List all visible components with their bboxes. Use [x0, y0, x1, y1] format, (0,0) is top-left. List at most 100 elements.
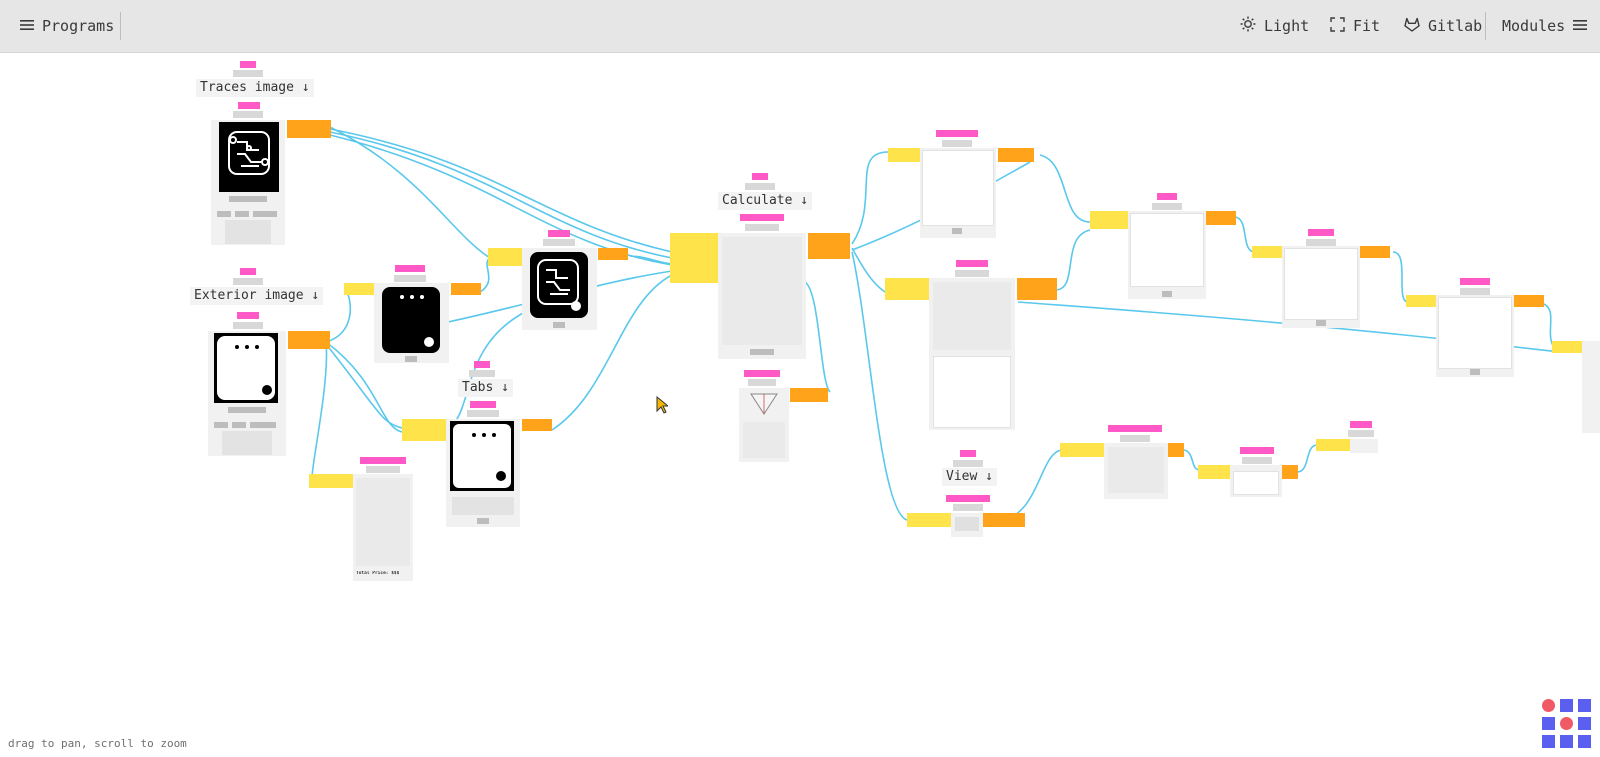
input-port[interactable] — [885, 278, 929, 300]
module-button[interactable] — [214, 422, 228, 428]
module-settings[interactable] — [452, 497, 514, 515]
wire — [1183, 449, 1201, 471]
wire — [629, 255, 673, 265]
price-settings[interactable] — [356, 478, 410, 566]
module-button[interactable] — [253, 211, 277, 217]
read-png-module-traces[interactable] — [211, 120, 285, 245]
offset-module[interactable] — [1128, 211, 1206, 299]
module-name — [233, 111, 263, 118]
output-port[interactable] — [1206, 211, 1236, 225]
module-button[interactable] — [250, 422, 276, 428]
input-port[interactable] — [488, 248, 522, 266]
module-label — [240, 61, 256, 68]
hole — [245, 345, 249, 349]
light-theme-button[interactable]: Light — [1240, 0, 1309, 52]
group-title-calculate: Calculate ↓ — [718, 192, 813, 210]
input-port[interactable] — [402, 419, 446, 441]
mill-raster-settings-module[interactable] — [929, 278, 1015, 430]
module-button[interactable] — [952, 228, 962, 234]
output-port[interactable] — [287, 120, 331, 138]
module-button[interactable] — [477, 518, 489, 524]
output-port[interactable] — [288, 331, 330, 349]
edge-detect-module[interactable] — [1282, 246, 1360, 328]
distance-transform-module[interactable] — [920, 148, 996, 238]
module-name — [745, 224, 779, 231]
output-port[interactable] — [1514, 295, 1544, 307]
input-port[interactable] — [344, 283, 374, 295]
app-logo[interactable] — [1542, 699, 1592, 749]
input-port[interactable] — [1252, 246, 1282, 258]
module-button[interactable] — [405, 356, 417, 362]
input-port[interactable] — [888, 148, 920, 162]
module-label — [744, 370, 780, 377]
output-port[interactable] — [1282, 465, 1298, 479]
orient-edges-module[interactable] — [1436, 295, 1514, 377]
module-button[interactable] — [232, 422, 246, 428]
wire — [551, 274, 673, 431]
module-button[interactable] — [228, 407, 266, 413]
input-port[interactable] — [1090, 211, 1128, 229]
view-button[interactable] — [955, 517, 979, 531]
module-button[interactable] — [217, 211, 231, 217]
output-port[interactable] — [808, 233, 850, 259]
input-port[interactable] — [1552, 341, 1582, 353]
input-port[interactable] — [309, 474, 353, 488]
canvas-hint: drag to pan, scroll to zoom — [8, 737, 187, 750]
output-port[interactable] — [1168, 443, 1184, 457]
output-port[interactable] — [998, 148, 1034, 162]
module-name — [233, 278, 263, 285]
input-port[interactable] — [907, 513, 951, 527]
module-label — [740, 214, 784, 221]
mill-raster-module[interactable] — [718, 233, 806, 359]
raster-settings[interactable] — [933, 282, 1011, 350]
tabs-module[interactable] — [446, 419, 520, 527]
module-name — [467, 410, 499, 417]
wire — [329, 131, 673, 259]
programs-button[interactable]: Programs — [20, 0, 114, 52]
mask-module[interactable] — [374, 283, 449, 363]
module-button[interactable] — [750, 349, 774, 355]
module-button[interactable] — [1162, 291, 1172, 297]
module-name — [953, 460, 983, 467]
output-port[interactable] — [1017, 278, 1057, 300]
traces-image-preview — [219, 122, 279, 192]
input-port[interactable] — [1198, 465, 1230, 479]
gcode-settings[interactable] — [1108, 447, 1164, 493]
read-png-module-exterior[interactable] — [208, 331, 286, 456]
module-button[interactable] — [553, 322, 565, 328]
view-toolpath-module[interactable] — [951, 513, 983, 537]
program-canvas[interactable]: Traces image ↓ Exterior image ↓ — [0, 52, 1600, 757]
input-port[interactable] — [1316, 439, 1350, 451]
module-name — [942, 140, 972, 147]
gitlab-label: Gitlab — [1428, 17, 1483, 35]
path-to-gcode-module[interactable] — [1104, 443, 1168, 499]
tool-settings[interactable] — [743, 422, 785, 458]
input-port[interactable] — [1406, 295, 1436, 307]
wire — [329, 126, 491, 259]
save-file-module[interactable] — [1230, 465, 1282, 497]
output-port[interactable] — [522, 419, 552, 431]
input-port[interactable] — [670, 233, 718, 283]
input-port[interactable] — [1060, 443, 1104, 457]
mill-settings[interactable] — [722, 237, 802, 345]
output-port[interactable] — [598, 248, 628, 260]
module-button[interactable] — [235, 211, 249, 217]
output-port[interactable] — [1360, 246, 1390, 258]
output-port[interactable] — [451, 283, 481, 295]
output-port[interactable] — [983, 513, 1025, 527]
price-module[interactable]: Total Price: $$$ — [353, 474, 413, 581]
module-button[interactable] — [1316, 320, 1326, 326]
image-combine-module[interactable] — [522, 248, 597, 330]
module-button[interactable] — [229, 196, 267, 202]
module-label — [1157, 193, 1177, 200]
gitlab-link[interactable]: Gitlab — [1404, 0, 1482, 52]
output-port[interactable] — [790, 388, 828, 402]
vectorize-module[interactable] — [1582, 341, 1600, 433]
end-mill-module[interactable] — [739, 388, 789, 462]
module-label — [395, 265, 425, 272]
module-button[interactable] — [1470, 369, 1480, 375]
wire — [325, 341, 403, 433]
fit-button[interactable]: Fit — [1330, 0, 1380, 52]
modules-button[interactable]: Modules — [1502, 0, 1588, 52]
send-module[interactable] — [1350, 439, 1378, 453]
